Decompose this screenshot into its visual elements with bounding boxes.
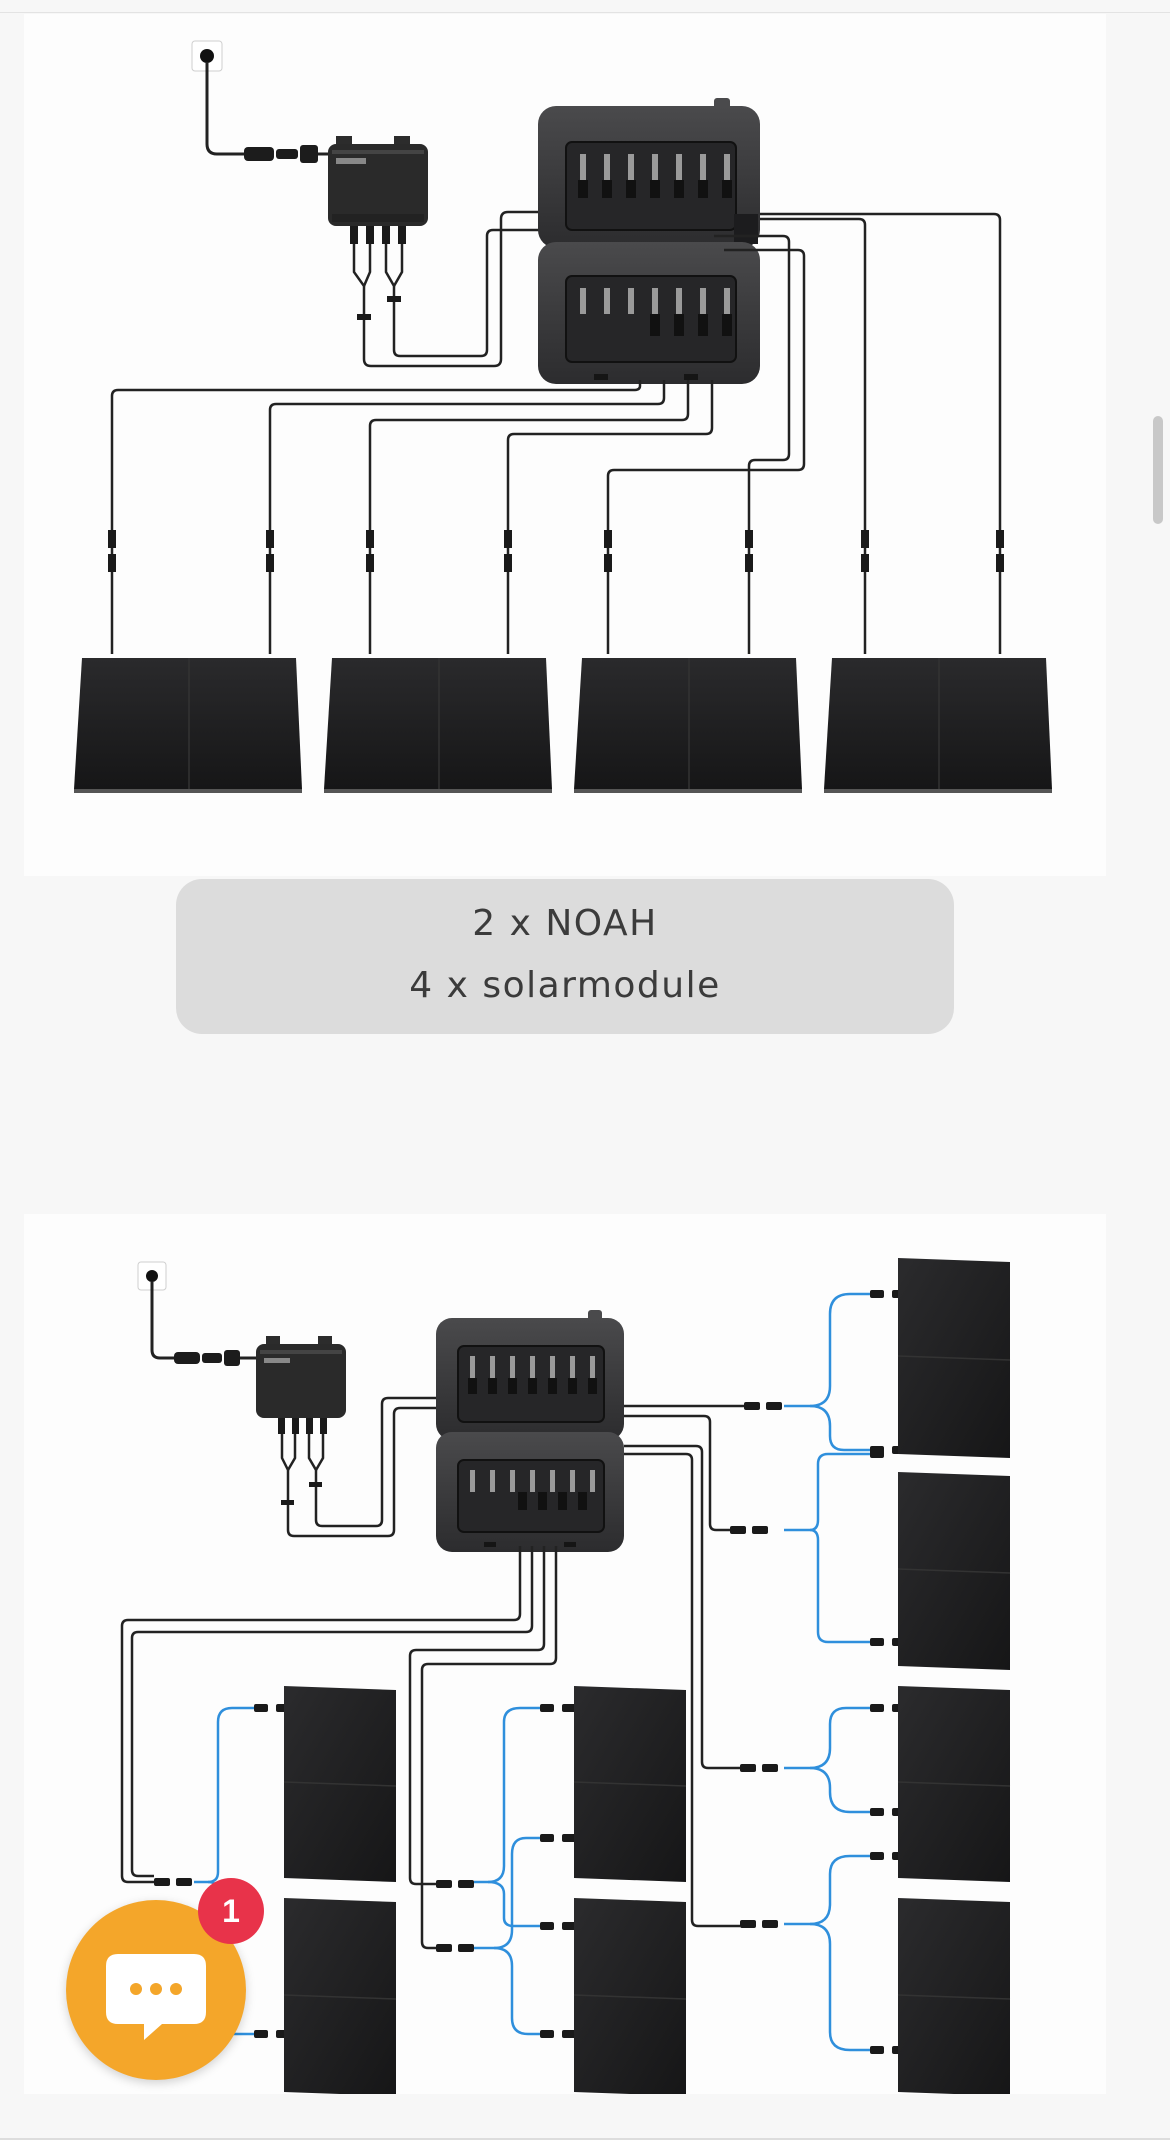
bottom-divider [0,2138,1170,2140]
wiring-diagram-two-noah-four-modules [24,14,1106,876]
solar-module-4 [897,1898,1011,2094]
noah-battery-top-icon [538,98,760,248]
noah-battery-bottom-icon [436,1432,624,1552]
scrollbar-thumb[interactable] [1153,416,1163,524]
noah-battery-top-icon [436,1310,624,1440]
micro-inverter-icon [256,1336,346,1434]
configuration-caption: 2 x NOAH 4 x solarmodule [176,879,954,1034]
solar-module-4 [824,658,1052,793]
solar-module-2 [324,658,552,793]
top-divider [0,12,1170,13]
chat-unread-badge: 1 [198,1878,264,1944]
noah-battery-bottom-icon [538,242,760,384]
micro-inverter-icon [328,136,428,244]
plug-connector-icon [244,145,318,163]
wall-socket-icon [191,40,223,72]
solar-module-8 [573,1898,687,2094]
plug-connector-icon [174,1350,240,1366]
wiring-diagram-two-noah-eight-modules [24,1214,1106,2094]
solar-module-3 [574,658,802,793]
solar-module-3 [897,1686,1011,1882]
caption-noah-count: 2 x NOAH [472,903,658,944]
solar-module-5 [283,1686,397,1882]
solar-module-7 [573,1686,687,1882]
caption-module-count: 4 x solarmodule [409,965,721,1006]
solar-module-2 [897,1472,1011,1670]
solar-module-1 [74,658,302,793]
chat-message-icon [106,1954,206,2040]
solar-module-6 [283,1898,397,2094]
solar-module-1 [897,1258,1011,1458]
